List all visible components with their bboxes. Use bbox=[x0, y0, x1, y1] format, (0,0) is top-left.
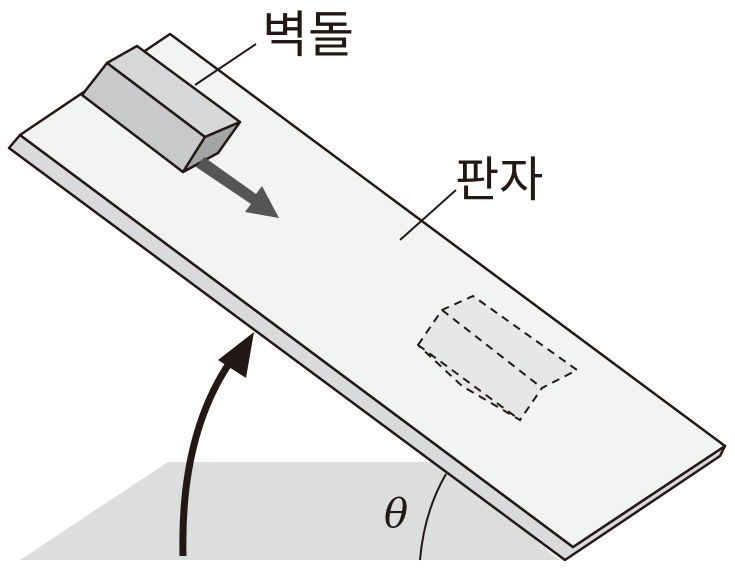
angle-arc bbox=[419, 473, 447, 561]
brick bbox=[80, 44, 242, 174]
angle-label: θ bbox=[384, 491, 409, 537]
brick-final-position bbox=[416, 294, 579, 422]
board-label: 판자 bbox=[455, 152, 544, 208]
brick-label: 벽돌 bbox=[262, 6, 354, 64]
motion-arrow bbox=[196, 157, 279, 218]
brick-leader-line bbox=[194, 43, 257, 86]
ground-shadow bbox=[20, 462, 560, 560]
rotation-arrowhead-icon bbox=[218, 332, 254, 378]
board-leader-line bbox=[399, 189, 457, 241]
rotation-arrow bbox=[179, 352, 238, 557]
